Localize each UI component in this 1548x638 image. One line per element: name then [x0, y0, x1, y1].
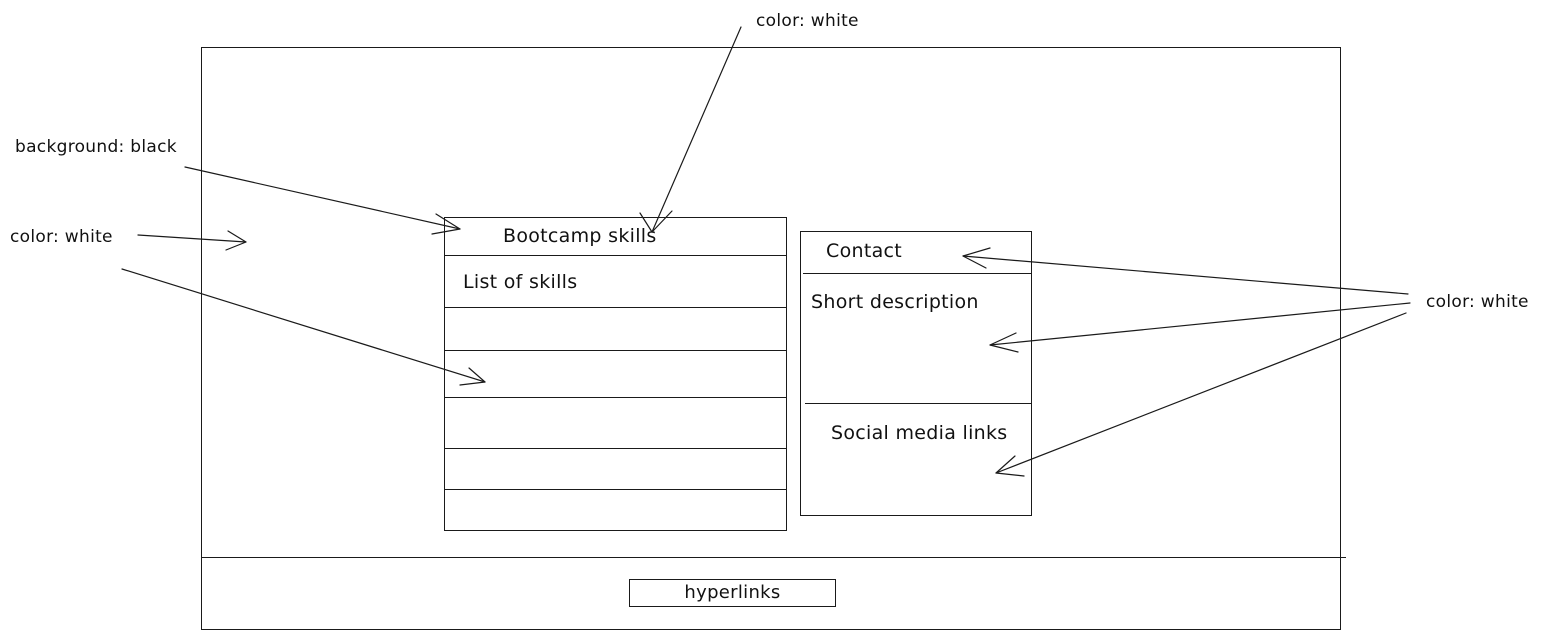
contact-description: Short description [811, 291, 979, 313]
footer-divider [201, 557, 1346, 558]
skills-row-divider [444, 255, 787, 256]
arrow-left-skills [121, 268, 486, 383]
arrow-right-description [989, 302, 1411, 346]
skills-row-divider [444, 397, 787, 398]
skills-list-label: List of skills [463, 271, 578, 293]
contact-divider [803, 273, 1032, 274]
annotation-top-color: color: white [756, 11, 859, 31]
annotation-background: background: black [15, 137, 177, 157]
skills-row-divider [444, 350, 787, 351]
contact-social-links: Social media links [831, 422, 1008, 444]
arrow-right-contact [962, 255, 1409, 295]
skills-row-divider [444, 489, 787, 490]
arrow-top [651, 26, 742, 233]
arrowhead [639, 210, 673, 233]
skills-title: Bootcamp skills [503, 225, 657, 247]
annotation-right-color: color: white [1426, 292, 1529, 312]
arrow-background [184, 166, 461, 230]
arrowhead [989, 332, 1019, 353]
skills-row-divider [444, 307, 787, 308]
arrowhead [962, 247, 991, 269]
hyperlinks-box [629, 579, 836, 607]
hyperlinks-label: hyperlinks [684, 582, 781, 603]
arrow-right-social [995, 312, 1407, 474]
arrowhead [459, 367, 486, 386]
skills-row-divider [444, 448, 787, 449]
contact-box [800, 231, 1032, 516]
arrowhead [431, 213, 461, 235]
arrowhead [225, 230, 247, 251]
arrowhead [995, 455, 1025, 477]
contact-divider [805, 403, 1032, 404]
arrow-left-color [137, 234, 247, 243]
contact-title: Contact [826, 240, 903, 262]
annotation-left-color: color: white [10, 227, 113, 247]
skills-box [444, 217, 787, 531]
